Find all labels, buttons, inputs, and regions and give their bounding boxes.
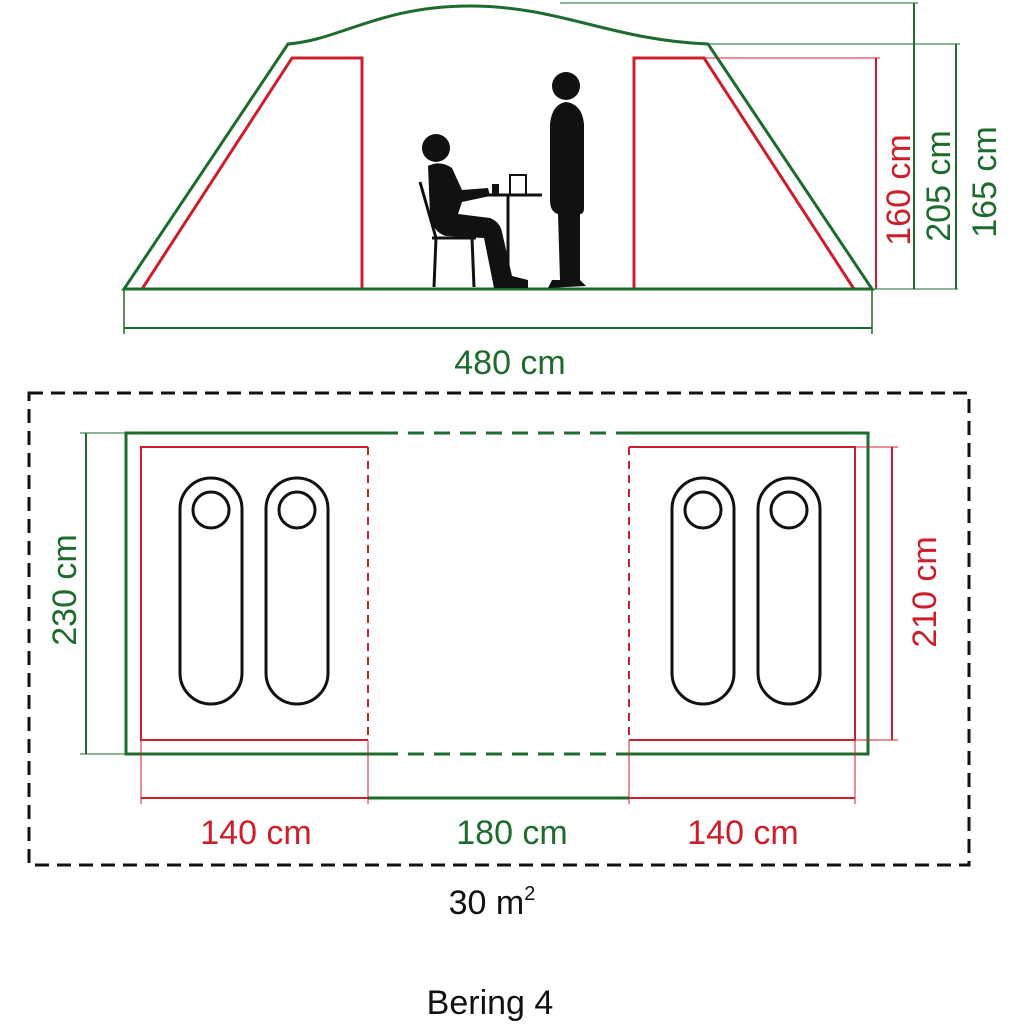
standing-person-icon [548, 72, 586, 288]
sleeping-bag-icon [264, 476, 330, 706]
area-value: 30 m [449, 884, 525, 922]
tent-floor-outline [124, 431, 870, 756]
footprint-outline [27, 391, 971, 867]
width-label: 480 cm [454, 344, 566, 382]
left-bedroom-inner-outline [140, 56, 364, 290]
peak-height-label: 205 cm [920, 130, 958, 242]
right-bedroom-inner-outline [632, 56, 856, 290]
side-view: 480 cm 160 cm 205 cm 165 cm [121, 2, 1004, 382]
chair-icon [418, 181, 476, 288]
sitting-person-icon [422, 134, 528, 288]
right-bedroom-width-label: 140 cm [687, 814, 799, 852]
sleeping-bag-icon [178, 476, 244, 706]
inner-height-label: 160 cm [880, 134, 918, 246]
right-bedroom-outline [628, 446, 856, 741]
bottom-dimensions [140, 740, 856, 804]
left-bedroom-width-label: 140 cm [200, 814, 312, 852]
model-name: Bering 4 [427, 984, 554, 1022]
living-width-label: 180 cm [456, 814, 568, 852]
bedroom-depth-label: 210 cm [906, 536, 944, 648]
wall-height-label: 165 cm [966, 126, 1004, 238]
depth-label: 230 cm [46, 534, 84, 646]
tent-outer-outline [121, 4, 875, 291]
sleeping-bag-icon [670, 476, 736, 706]
floor-plan: 230 cm 210 cm 140 cm 180 cm 140 cm 30 m2 [27, 391, 971, 922]
left-bedroom-outline [140, 446, 369, 741]
area-label: 30 m2 [449, 883, 536, 922]
sleeping-bag-icon [756, 476, 822, 706]
area-exponent: 2 [524, 883, 535, 905]
